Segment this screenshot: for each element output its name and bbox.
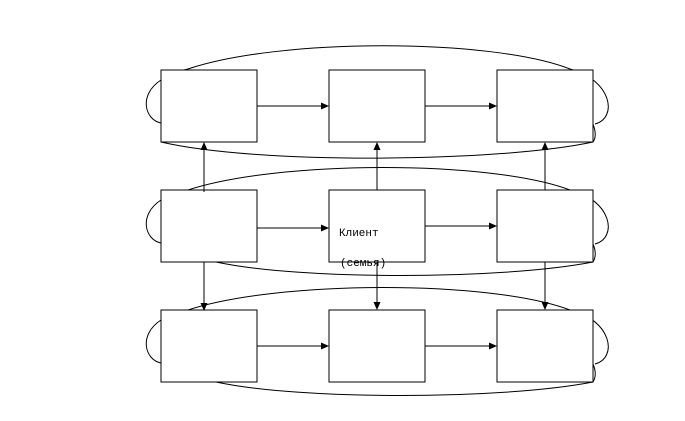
row-groupings xyxy=(145,45,609,396)
node-r2-c3 xyxy=(496,189,594,263)
nodes xyxy=(160,69,594,383)
vertical-arrows xyxy=(200,142,549,311)
node-r2-c1 xyxy=(160,189,258,263)
node-center-client xyxy=(328,189,426,263)
center-node-label-line1: Клиент xyxy=(339,228,379,240)
horizontal-arrows xyxy=(257,102,497,350)
center-node-label-line2: (семья) xyxy=(340,258,386,270)
node-r1-c1 xyxy=(160,69,258,143)
row-3-ellipse xyxy=(145,287,609,396)
row-1-ellipse xyxy=(145,45,609,159)
node-r3-c3 xyxy=(496,309,594,383)
row-2-ellipse xyxy=(145,167,609,276)
node-r1-c3 xyxy=(496,69,594,143)
node-r3-c2 xyxy=(328,309,426,383)
node-r1-c2 xyxy=(328,69,426,143)
node-r3-c1 xyxy=(160,309,258,383)
